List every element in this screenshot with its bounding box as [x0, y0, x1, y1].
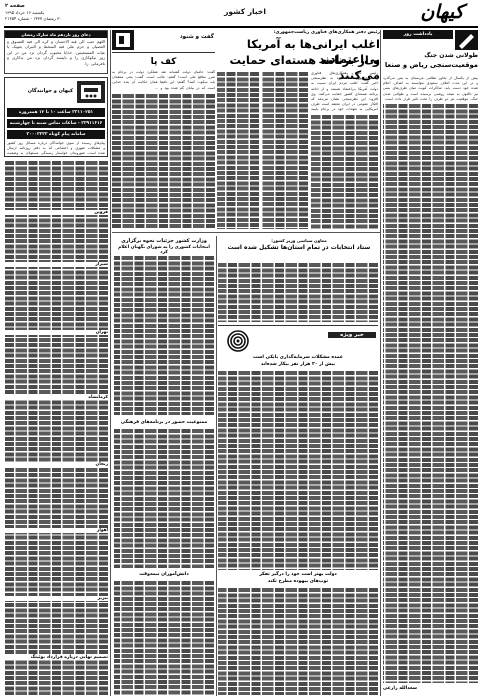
readers-label: کیهان و خوانندگان [27, 88, 73, 94]
story3-body [218, 262, 378, 322]
date-line: یکشنبه ۱۶ خرداد ۱۳۹۵ [5, 10, 45, 15]
issue-line: ۳۰ رمضان ۱۴۳۷ - شماره ۲۱۳۵۴ [5, 16, 62, 21]
prayer-box: دعای روز یازدهم ماه مبارک رمضان اللهم حب… [4, 30, 108, 74]
story9-body [114, 580, 214, 695]
story6-head: دولت بهتر است خود را درگیر تفکر [218, 572, 378, 577]
main-story-lead: رئیس دفتر همکاری‌های فناوری ریاست‌جمهوری… [311, 71, 378, 113]
gofteshenid-text: گفت: حامیان دولت گفته‌اند نقد عملکرد دول… [112, 70, 215, 90]
khabar-vizheh-body [218, 370, 378, 570]
spiral-icon [227, 330, 249, 352]
khabar-icon [218, 330, 258, 352]
main-kicker: رئیس دفتر همکاری‌های فناوری ریاست‌جمهوری… [273, 30, 380, 35]
region-head-1: قزوین [4, 210, 108, 215]
story3-head-1: ستاد انتخابات در تمام استان‌ها تشکیل شده… [227, 244, 371, 251]
column-divider-2 [216, 236, 217, 696]
column-divider-3 [380, 30, 381, 696]
editorial-title-1: طولانی شدن جنگ [424, 52, 478, 59]
editorial-body [383, 103, 478, 683]
readers-intro: پیام‌های رسیده از سوی خوانندگان درباره م… [7, 141, 105, 156]
gofteshenid-box: گفت و شنود کف پا گفت: حامیان دولت گفته‌ا… [112, 30, 215, 230]
region-head-7: تبریز [4, 596, 108, 601]
main-story-body-col-2 [262, 71, 308, 229]
gofteshenid-title: کف پا [150, 57, 177, 67]
region-head-6: اهواز [4, 528, 108, 533]
main-headline-line-2: و از برنامه هسته‌ای حمایت می‌کنند [229, 53, 380, 82]
region-head-3: تهران [4, 330, 108, 335]
phone-line-2: ۳۳۹۱۱۶۱۶ - ساعات تماس شنبه تا چهارشنبه [7, 119, 105, 128]
region-head-4: کرمانشاه [4, 395, 108, 400]
masthead: صفحه ۲ یکشنبه ۱۶ خرداد ۱۳۹۵ ۳۰ رمضان ۱۴۳… [0, 0, 482, 28]
main-story-body-col-1 [311, 114, 378, 229]
editorial-title-2: موقعیت‌سنجی ریاض و صنعا [384, 61, 478, 69]
gofteshenid-rule [112, 52, 215, 53]
region-head-5: زنجان [4, 462, 108, 467]
column-divider-1 [110, 30, 111, 696]
story3-kicker: معاون سیاسی وزیر کشور: [271, 238, 327, 243]
quote-icon [116, 33, 130, 47]
story5-head: بیش از ۲۰ هزار نفر بیکار شده‌اند [260, 362, 336, 367]
phone-line-1: ۳۳۱۱۰۲۵۱ ساعت ۱۰ تا ۱۲ همه‌روزه [7, 108, 105, 117]
story2-head-1: وزارت کشور جزئیات نحوه برگزاری [121, 238, 207, 244]
phone-icon [81, 85, 101, 99]
gofteshenid-body [112, 93, 215, 228]
section-title: اخبار کشور [224, 7, 266, 16]
story2-head-2: انتخابات کشوری را به شورای نگهبان اعلام … [118, 245, 210, 255]
editorial-box: یادداشت روز طولانی شدن جنگ موقعیت‌سنجی ر… [383, 30, 478, 74]
page-label: صفحه ۲ [5, 3, 25, 9]
story8-body [114, 428, 214, 568]
newspaper-logo: کیهان [420, 1, 464, 23]
main-story-body-col-3 [217, 71, 259, 229]
readers-box: کیهان و خوانندگان ۳۳۱۱۰۲۵۱ ساعت ۱۰ تا ۱۲… [4, 77, 108, 157]
story8-head: ممنوعیت حضور در برنامه‌های فرهنگی [120, 420, 208, 425]
prayer-title: دعای روز یازدهم ماه مبارک رمضان [5, 31, 107, 38]
khabar-label: خبر ویژه [328, 332, 376, 338]
readers-logo [77, 81, 105, 103]
story4-head: عمده مشکلات سرمایه‌گذاری بانکی است [253, 355, 343, 360]
main-headline-line-1: اغلب ایرانی‌ها به آمریکا بی‌اعتمادند [246, 37, 380, 66]
readers-letters [4, 160, 108, 695]
region-head-2: شیراز [4, 262, 108, 267]
section-divider-h1 [112, 232, 380, 233]
editorial-logo [455, 30, 478, 50]
khabar-vizheh-box: خبر ویژه [218, 325, 378, 353]
story9-head: دانش‌آموزان نیمه‌وقت [139, 572, 189, 577]
story2-body [114, 255, 214, 415]
story6-body [218, 587, 378, 695]
masthead-rule [4, 26, 478, 28]
bottom-headline: تصمیم نهایی درباره قرارداد بوئینگ [4, 655, 108, 660]
prayer-text: اللهم حبب الی فیه الاحسان و کره الی فیه … [7, 39, 105, 66]
editorial-label: یادداشت روز [383, 30, 453, 39]
sms-line: سامانه پیام کوتاه ۳۰۰۰۳۳۳۳ [7, 130, 105, 139]
editorial-author: سعدالله زارعی [383, 686, 417, 691]
gofteshenid-label: گفت و شنود [179, 34, 214, 40]
pen-icon [459, 34, 474, 49]
editorial-lead: بیش از یکسال از تجاوز نظامی عربستان به ی… [383, 76, 478, 101]
gofteshenid-logo [112, 30, 134, 50]
story7-head: توپ‌های بیهوده مطرح نکند [218, 579, 378, 584]
